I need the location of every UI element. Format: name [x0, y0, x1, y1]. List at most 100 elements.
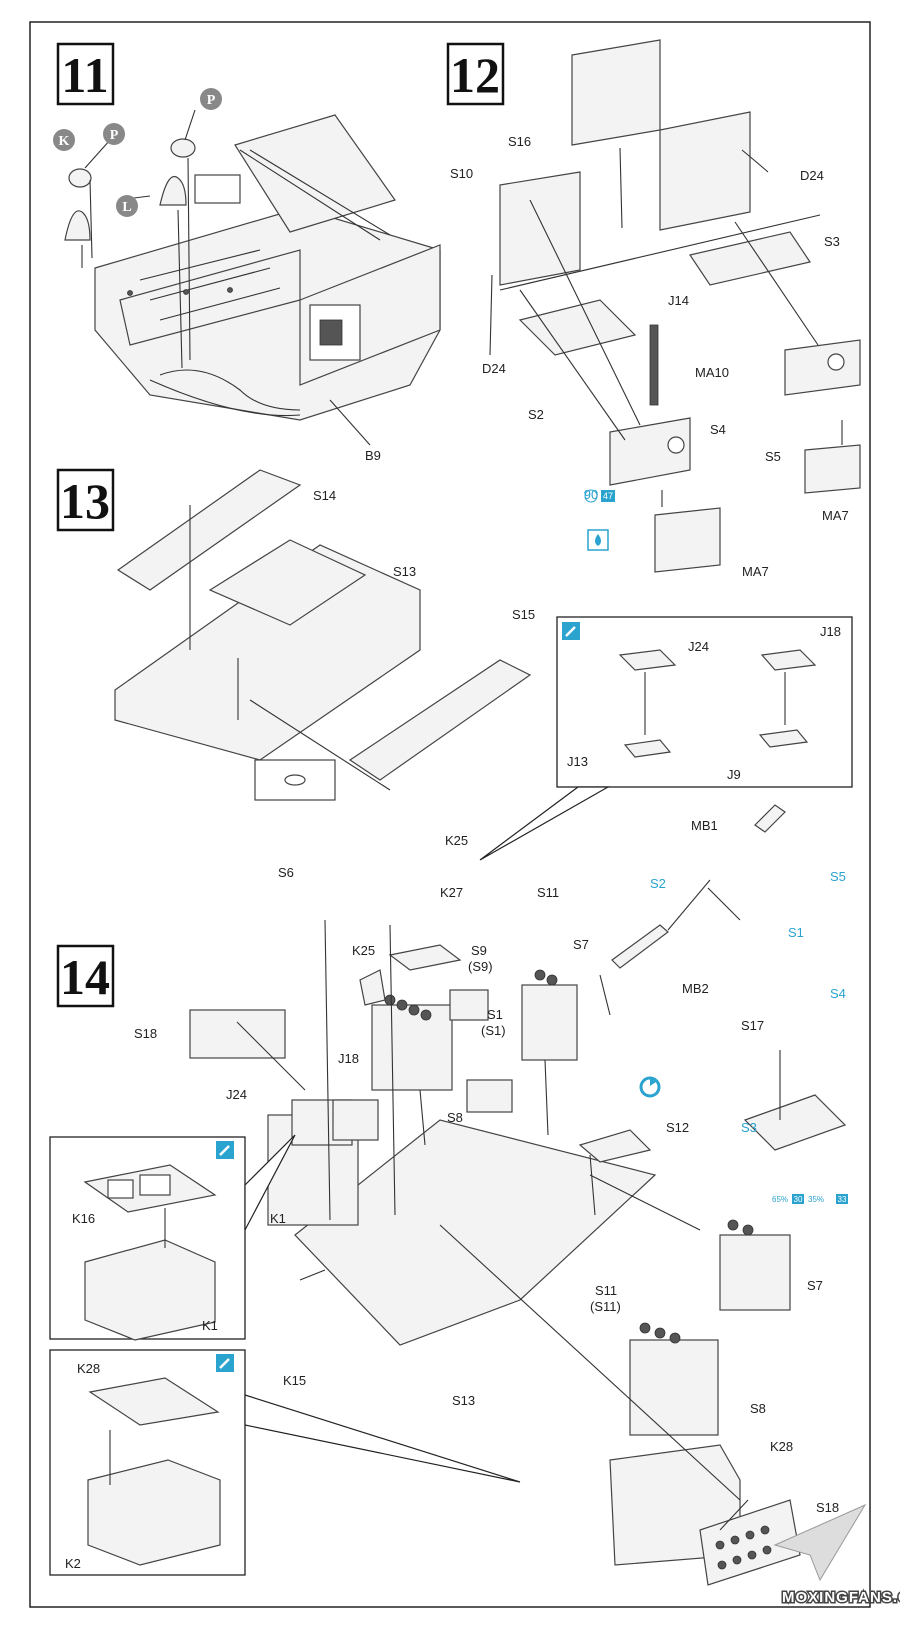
- inset-label-j13: J13: [567, 754, 588, 769]
- paint-mix-a: 65%: [772, 1195, 788, 1204]
- paint-code-12: 90 47: [584, 487, 615, 503]
- wrench-icon: [562, 622, 580, 640]
- cyan-label-s1: S1: [788, 925, 804, 940]
- step-number-box: [56, 944, 115, 1008]
- callout-p1: P: [103, 123, 125, 145]
- label-k25-top: K25: [445, 833, 468, 848]
- callout-p1-text: P: [110, 128, 119, 143]
- inset-label-k2: K2: [65, 1556, 81, 1571]
- rotate-icon: [639, 1076, 661, 1098]
- label-s11-top: S11: [537, 885, 559, 900]
- label-s14: S14: [313, 488, 336, 503]
- label-s18-left: S18: [134, 1026, 157, 1041]
- label-s13: S13: [452, 1393, 475, 1408]
- label-j18: J18: [338, 1051, 359, 1066]
- round-rack-bottom: [699, 1499, 801, 1586]
- label-ma7-right: MA7: [822, 508, 849, 523]
- label-s1-paren: (S1): [481, 1023, 506, 1038]
- label-s8-right: S8: [750, 1401, 766, 1416]
- step-number-box: [56, 468, 115, 532]
- label-s18-bottom: S18: [816, 1500, 839, 1515]
- cyan-label-s2: S2: [650, 876, 666, 891]
- inset-k16-k1: K16 K1: [49, 1134, 296, 1341]
- paint-code-1: 90: [584, 487, 598, 502]
- callout-k-text: K: [59, 134, 70, 149]
- small-parts: [64, 109, 196, 369]
- label-b9: B9: [365, 448, 381, 463]
- label-k27: K27: [440, 885, 463, 900]
- label-s16: S16: [508, 134, 531, 149]
- label-s11-paren: (S11): [590, 1299, 621, 1314]
- label-s1: S1: [487, 1007, 503, 1022]
- step-number: 11: [61, 47, 108, 103]
- step-11: 11: [53, 42, 441, 463]
- callout-l-text: L: [122, 200, 131, 215]
- label-s8-top: S8: [447, 1110, 463, 1125]
- label-j24: J24: [226, 1087, 247, 1102]
- label-j14: J14: [668, 293, 689, 308]
- label-s5: S5: [765, 449, 781, 464]
- paint-mix-c: 35%: [808, 1195, 824, 1204]
- hull-drawing: [94, 114, 441, 421]
- label-k1-main: K1: [270, 1211, 286, 1226]
- inset-label-k16: K16: [72, 1211, 95, 1226]
- step-number-box: [56, 42, 115, 106]
- ammo-rack-top: [384, 969, 754, 1344]
- wrench-icon: [216, 1354, 234, 1372]
- label-s3: S3: [824, 234, 840, 249]
- label-s2: S2: [528, 407, 544, 422]
- cyan-label-s4: S4: [830, 986, 846, 1001]
- paint-mix-d: 33: [838, 1195, 847, 1204]
- glue-icon: [587, 529, 609, 551]
- inset-k28-k2: K28 K2: [49, 1349, 521, 1576]
- inset-label-j9: J9: [727, 767, 741, 782]
- callout-l: L: [116, 195, 138, 217]
- label-s7-top: S7: [573, 937, 589, 952]
- label-s15: S15: [512, 607, 535, 622]
- label-d24-top: D24: [800, 168, 824, 183]
- wrench-icon: [216, 1141, 234, 1159]
- callout-p2: P: [200, 88, 222, 110]
- step-12: 12 S16 D24 S10 S3 J14: [446, 39, 861, 579]
- label-s9: S9: [471, 943, 487, 958]
- paint-mix-b: 30: [794, 1195, 803, 1204]
- watermark-text: MOXINGFANS.COM: [782, 1589, 900, 1606]
- label-ma7-left: MA7: [742, 564, 769, 579]
- label-s9-paren: (S9): [468, 959, 493, 974]
- paint-mix: 65% 30 35% 33: [772, 1194, 848, 1204]
- page-frame: [29, 21, 871, 1608]
- step-13-drawing: [114, 469, 532, 801]
- cyan-label-s5: S5: [830, 869, 846, 884]
- label-k28-main: K28: [770, 1439, 793, 1454]
- label-mb2: MB2: [682, 981, 709, 996]
- label-s7-right: S7: [807, 1278, 823, 1293]
- inset-label-j24: J24: [688, 639, 709, 654]
- inset-label-k1: K1: [202, 1318, 218, 1333]
- label-s12: S12: [666, 1120, 689, 1135]
- label-s10: S10: [450, 166, 473, 181]
- inset-label-j18: J18: [820, 624, 841, 639]
- paint-code-2: 47: [603, 491, 613, 501]
- step-number: 12: [450, 47, 500, 103]
- watermark: MOXINGFANS.COM: [773, 1503, 900, 1608]
- label-s11-bottom: S11: [595, 1283, 617, 1298]
- label-s17: S17: [741, 1018, 764, 1033]
- step-14-drawing: [189, 804, 847, 1586]
- label-s4: S4: [710, 422, 726, 437]
- step-13-inset: J24 J18 J13 J9: [479, 616, 853, 861]
- inset-label-k28: K28: [77, 1361, 100, 1376]
- cyan-label-s3: S3: [741, 1120, 757, 1135]
- label-mb1: MB1: [691, 818, 718, 833]
- label-s13: S13: [393, 564, 416, 579]
- step-number-box: [446, 42, 505, 106]
- step-13: 13 S14 S13 S15: [56, 468, 853, 861]
- label-k15: K15: [283, 1373, 306, 1388]
- label-k25-left: K25: [352, 943, 375, 958]
- step-14: 14: [49, 804, 848, 1586]
- step-number: 13: [60, 473, 110, 529]
- step-number: 14: [60, 949, 110, 1005]
- callout-p2-text: P: [207, 93, 216, 108]
- label-d24-bottom: D24: [482, 361, 506, 376]
- label-s6: S6: [278, 865, 294, 880]
